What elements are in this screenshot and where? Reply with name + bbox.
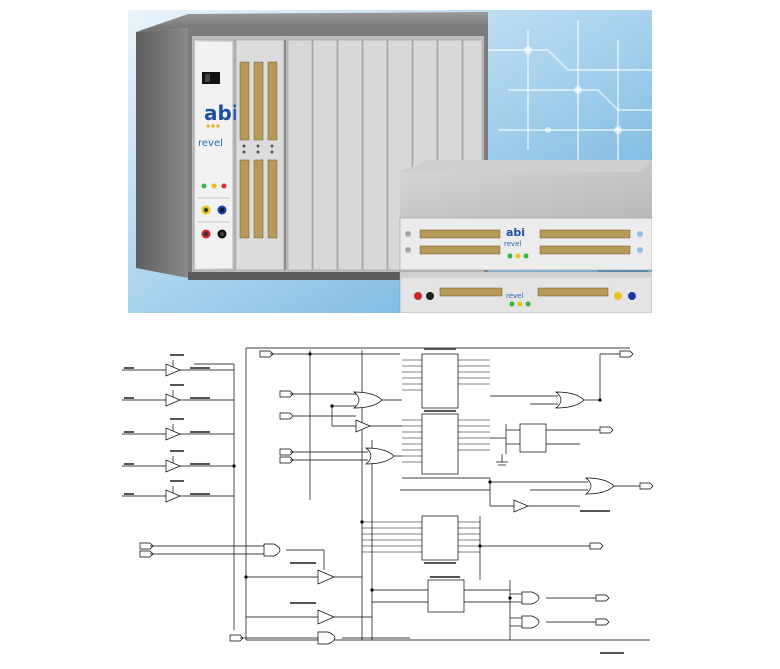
and-gate-1 (263, 543, 281, 557)
box-revel-logo: revel (504, 240, 521, 248)
buffer-lower-1 (317, 569, 335, 585)
or-gate-right-1 (555, 391, 585, 409)
or-gate-2 (365, 447, 395, 465)
net-label-marks (124, 348, 624, 654)
or-gate-1 (353, 391, 383, 409)
box-abi-logo: abi (506, 226, 525, 239)
input-buffer-column (122, 360, 235, 630)
or-gate-right-2 (585, 477, 615, 495)
and-gate-2 (317, 631, 336, 645)
central-bus (245, 347, 650, 641)
buffer-right (513, 499, 529, 513)
ic-4 (427, 579, 465, 613)
box-1-front (399, 217, 652, 271)
and-gate-right-1 (521, 591, 540, 605)
ic-3 (421, 515, 459, 561)
revel-logo: revel (198, 138, 223, 149)
and-gate-right-2 (521, 615, 540, 629)
ic-right-small (519, 423, 547, 453)
abi-logo: abi (204, 101, 239, 125)
box2-revel-logo: revel (506, 292, 523, 300)
connector-cards (235, 39, 286, 271)
logic-schematic (122, 347, 654, 654)
ic-2 (421, 413, 459, 475)
equipment-photo: abi revel (128, 10, 652, 313)
logo-dots (206, 124, 220, 128)
buffer-lower-2 (317, 609, 335, 625)
power-switch-icon (202, 72, 220, 84)
box-2-front (399, 271, 652, 313)
ic-1 (421, 353, 459, 409)
